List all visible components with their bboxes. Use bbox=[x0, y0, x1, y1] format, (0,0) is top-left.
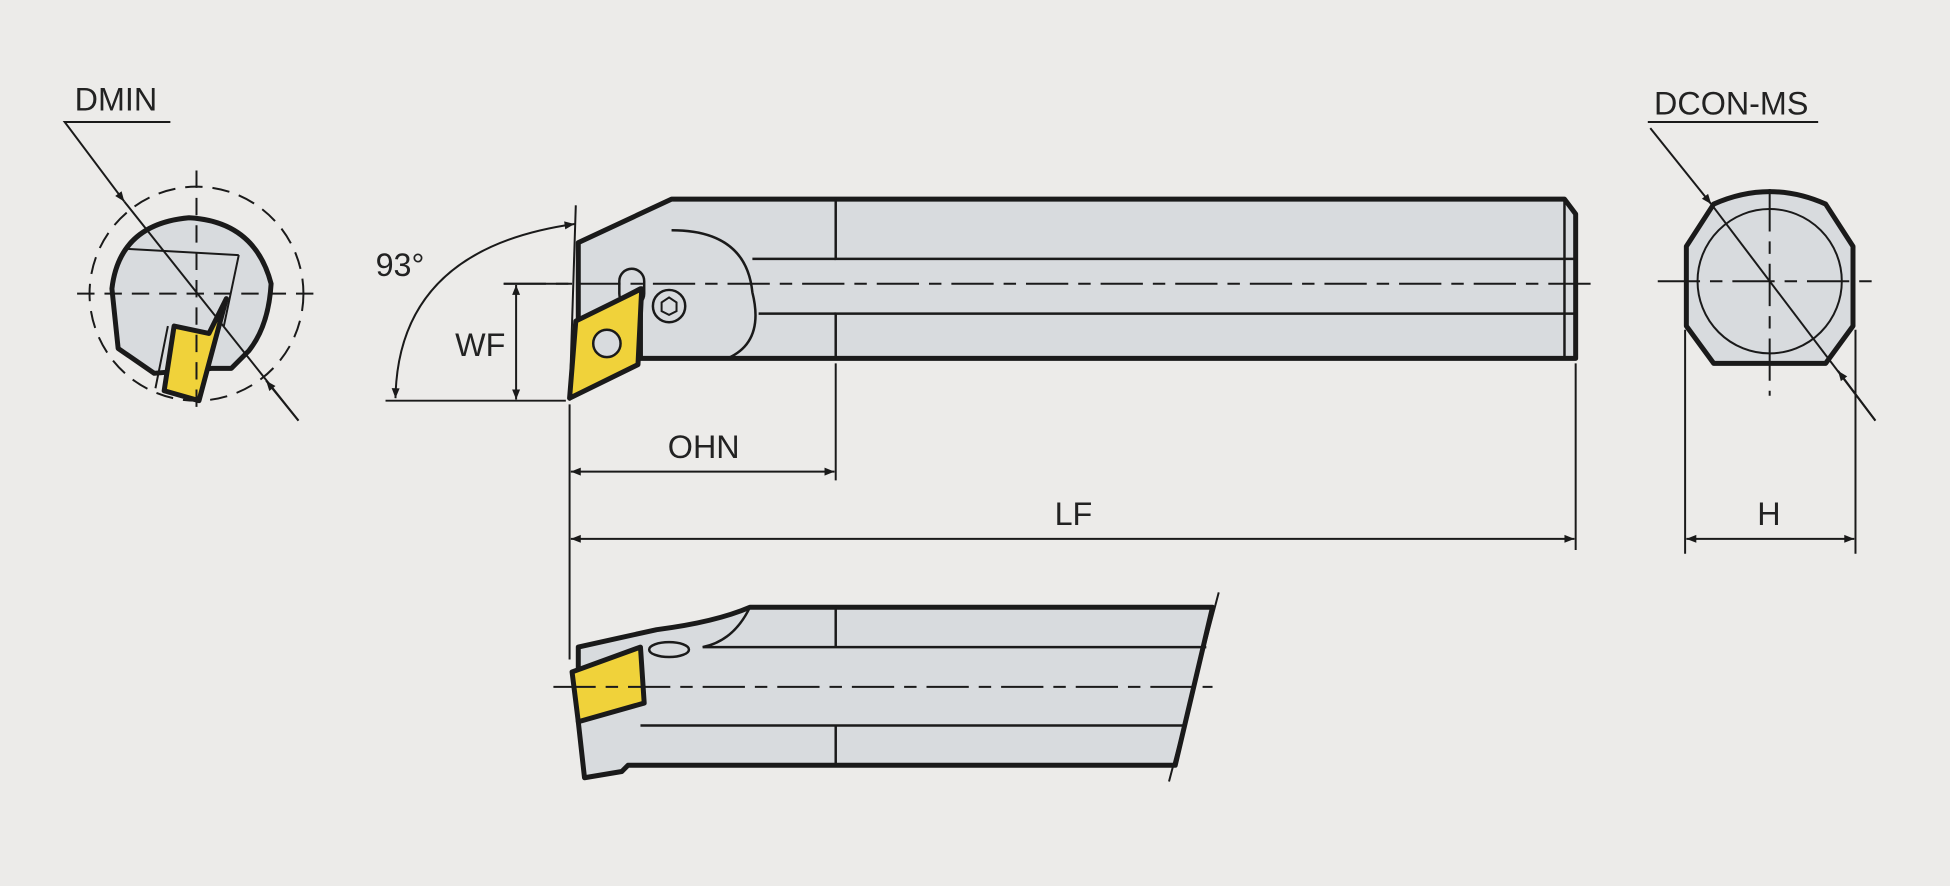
angle-arc bbox=[391, 221, 575, 399]
ohn-label: OHN bbox=[668, 429, 740, 465]
dcon-leader-line bbox=[1649, 127, 1713, 205]
hex-socket-icon bbox=[660, 296, 678, 316]
dmin-label: DMIN bbox=[75, 82, 158, 118]
front-end-view: DMIN bbox=[62, 82, 318, 422]
insert-front bbox=[161, 296, 229, 404]
wf-label: WF bbox=[455, 327, 505, 363]
lf-label: LF bbox=[1055, 496, 1093, 532]
angle-label: 93° bbox=[376, 247, 425, 283]
dmin-leader bbox=[62, 120, 171, 203]
dcon-arrow bbox=[1837, 370, 1877, 422]
dmin-arrow bbox=[265, 380, 300, 422]
head-curve bbox=[671, 228, 836, 360]
dcon-ms-label: DCON-MS bbox=[1654, 85, 1808, 121]
insert-top bbox=[569, 644, 647, 725]
clamp-slot-top bbox=[647, 640, 691, 659]
bar-section bbox=[109, 215, 274, 376]
side-view: 93° WF OHN LF bbox=[376, 196, 1592, 660]
h-label: H bbox=[1757, 496, 1780, 532]
bar-body-top bbox=[575, 604, 1216, 781]
rear-end-view: DCON-MS H bbox=[1647, 85, 1882, 554]
section-lines bbox=[126, 247, 240, 389]
insert-hole bbox=[591, 328, 622, 359]
bar-body bbox=[575, 196, 1579, 361]
top-view bbox=[553, 592, 1220, 782]
top-view-lines bbox=[640, 606, 1207, 766]
break-line bbox=[1168, 592, 1220, 782]
screw-icon bbox=[651, 288, 687, 324]
